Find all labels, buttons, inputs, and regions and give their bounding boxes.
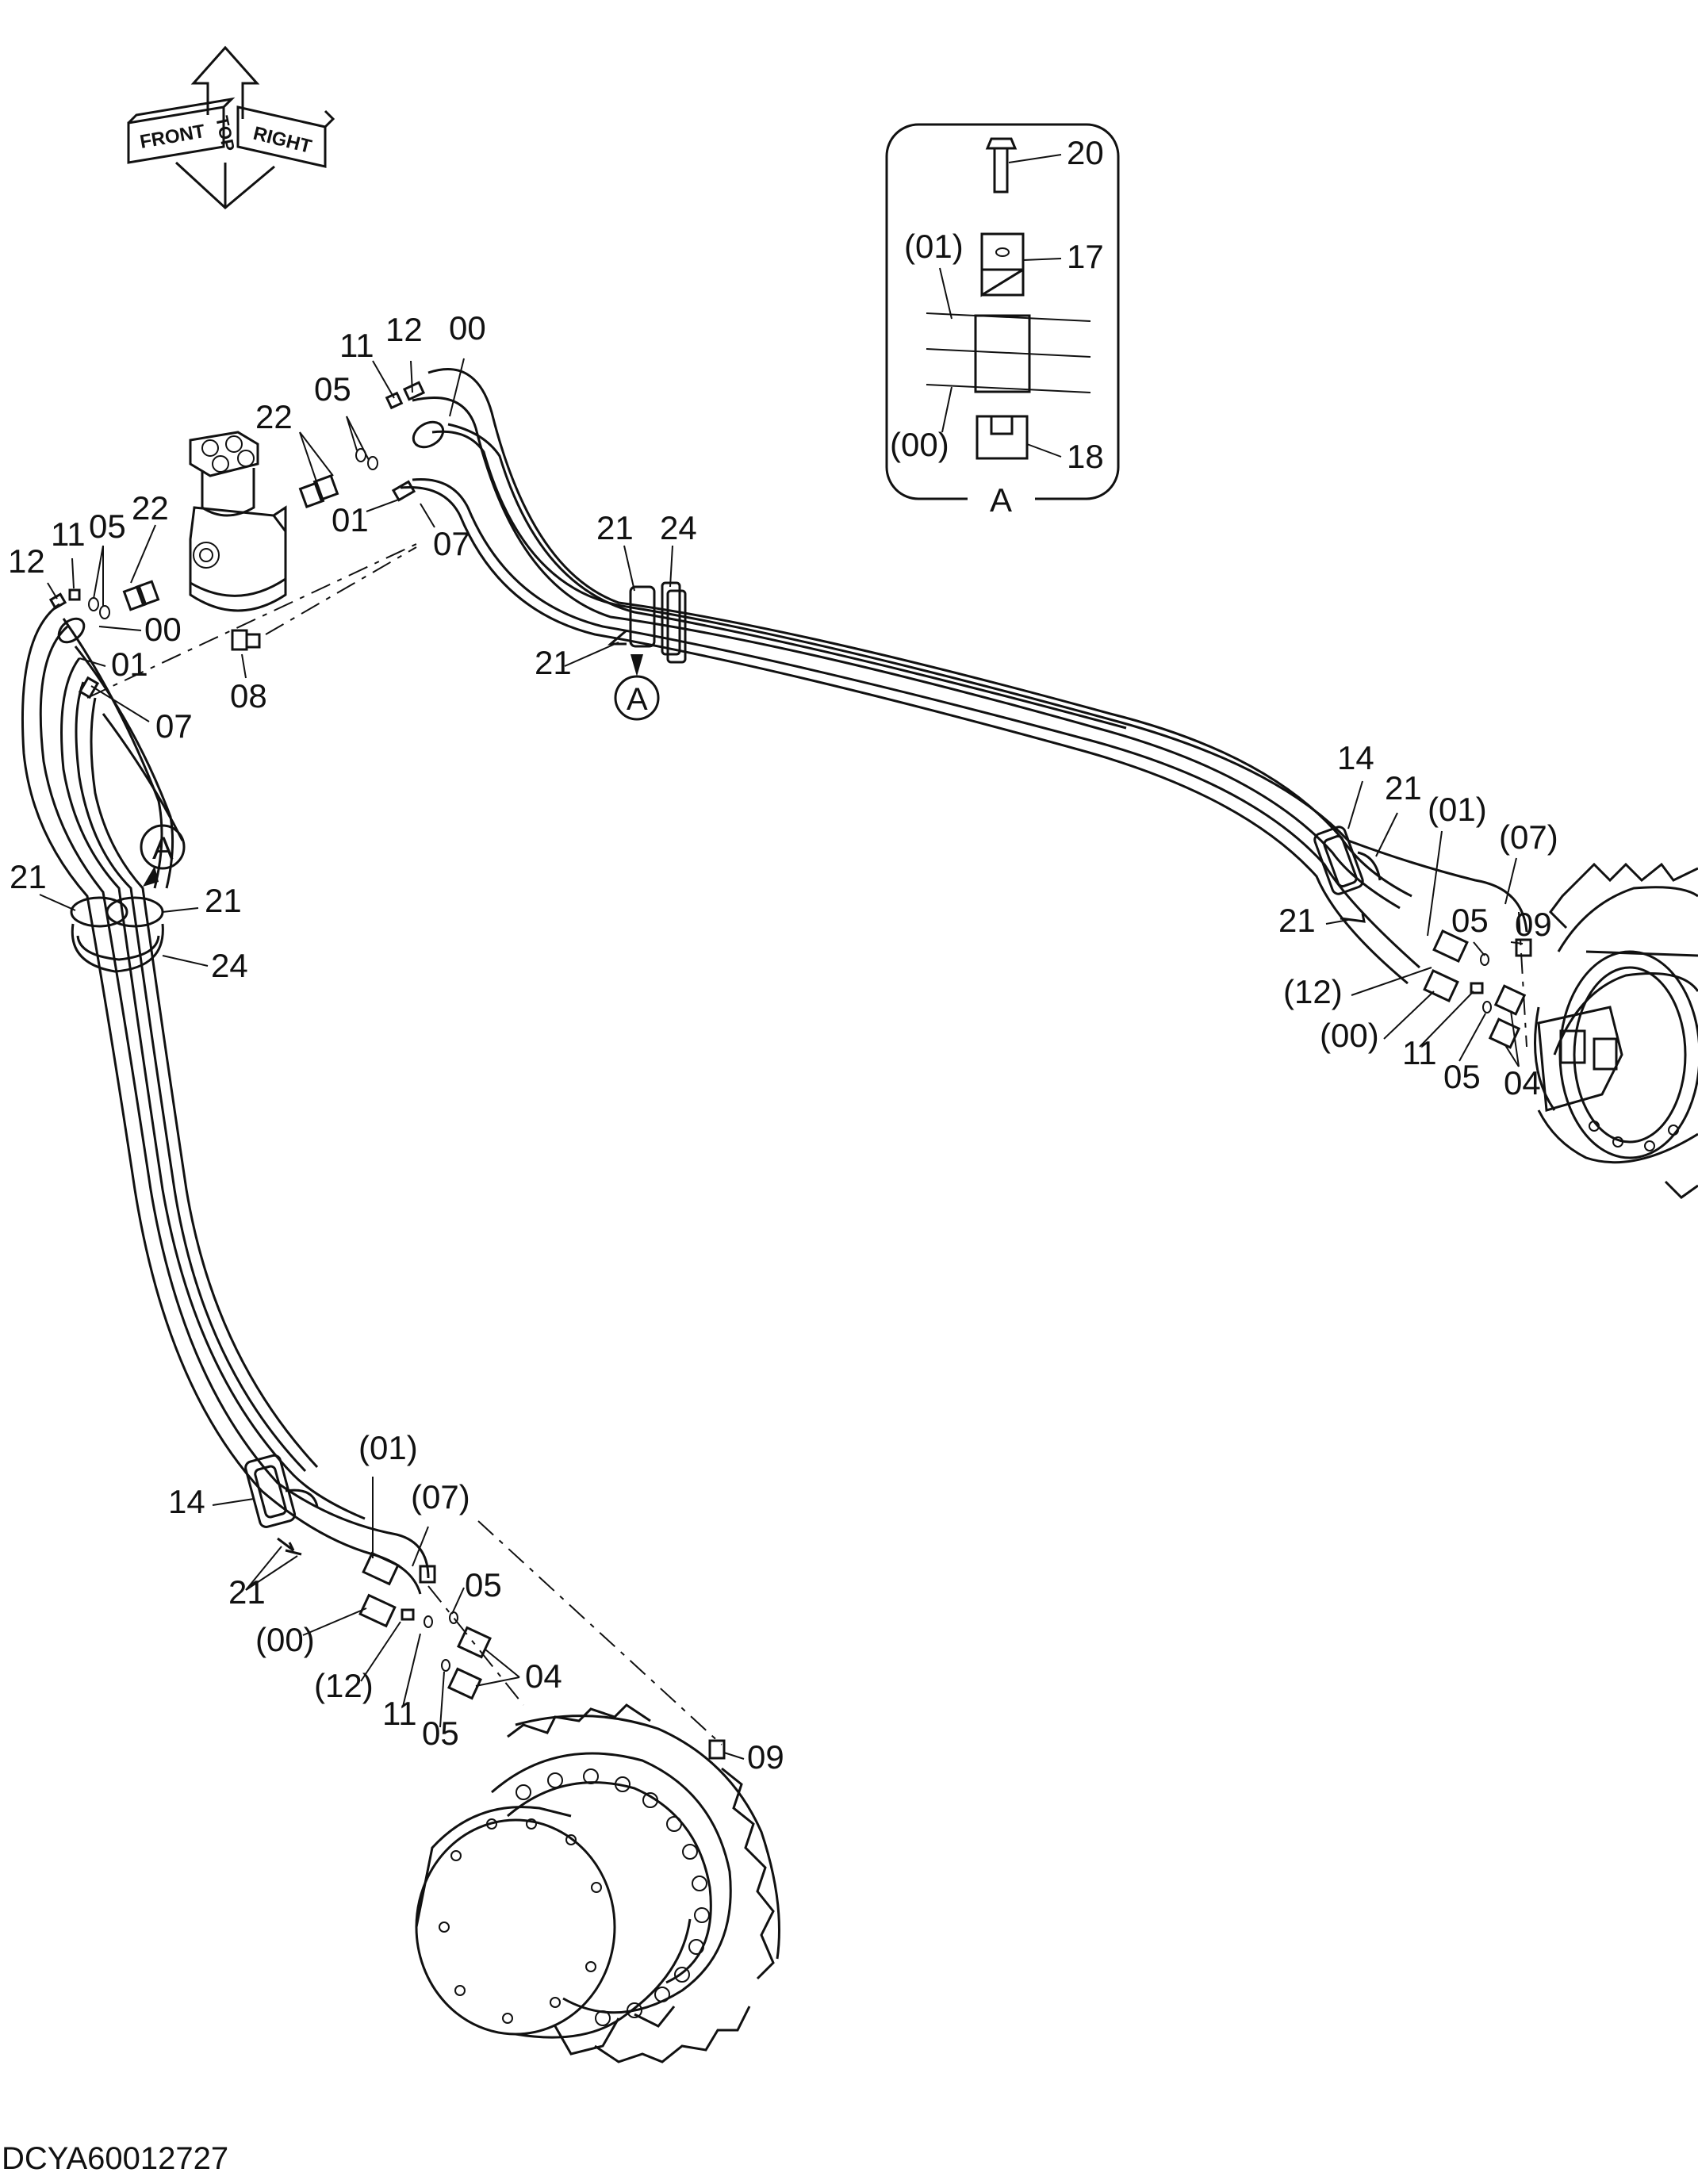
part-label-r-21a: 21 (1385, 769, 1422, 807)
part-label-b-00p: (00) (255, 1621, 315, 1658)
part-label-r-01p: (01) (1428, 791, 1487, 828)
part-label-s-00b: 00 (144, 611, 182, 648)
part-label-m-21a: 21 (596, 509, 634, 546)
part-label-d-18: 18 (1067, 438, 1104, 475)
part-label-b-14: 14 (168, 1483, 205, 1520)
part-label-d-17: 17 (1067, 238, 1104, 275)
part-label-b-04: 04 (525, 1657, 562, 1695)
part-label-r-14: 14 (1337, 739, 1374, 776)
part-label-r-05a: 05 (1451, 902, 1489, 939)
part-label-b-12p: (12) (314, 1667, 374, 1704)
part-label-s-11a: 11 (339, 327, 374, 364)
part-label-s-12b: 12 (8, 542, 45, 580)
part-label-l-24: 24 (211, 947, 248, 984)
part-label-s-22a: 22 (255, 398, 293, 435)
part-label-r-04: 04 (1504, 1064, 1541, 1102)
part-label-s-00a: 00 (449, 309, 486, 347)
part-label-l-21b: 21 (205, 882, 242, 919)
callout-a-top: A (627, 682, 648, 717)
part-label-d-00p: (00) (890, 426, 949, 463)
part-label-s-05a: 05 (314, 370, 351, 408)
part-label-d-20: 20 (1067, 134, 1104, 171)
orientation-front-label: FRONT (138, 121, 206, 153)
bolt-ring (516, 1769, 709, 2025)
part-label-s-07a: 07 (433, 525, 470, 562)
part-label-b-21: 21 (228, 1573, 266, 1611)
part-label-d-01p: (01) (904, 228, 964, 265)
callout-a-left: A (152, 831, 174, 866)
part-label-r-12p: (12) (1283, 973, 1343, 1010)
part-label-s-11b: 11 (51, 515, 86, 553)
part-label-b-05b: 05 (422, 1715, 459, 1752)
part-label-s-12a: 12 (385, 311, 423, 348)
part-label-s-05b: 05 (89, 508, 126, 545)
part-label-r-07p: (07) (1499, 818, 1558, 856)
hose-clamp-left (40, 895, 208, 971)
part-label-b-07p: (07) (411, 1478, 470, 1515)
part-label-m-21b: 21 (535, 644, 572, 681)
part-label-s-01b: 01 (111, 646, 148, 683)
part-label-l-21a: 21 (10, 858, 47, 895)
right-travel-motor (1535, 864, 1698, 1197)
part-label-r-00p: (00) (1320, 1017, 1379, 1054)
part-label-m-24a: 24 (660, 509, 697, 546)
part-label-s-07b: 07 (155, 707, 193, 745)
part-label-r-05b: 05 (1443, 1058, 1481, 1095)
part-label-r-11: 11 (1402, 1034, 1437, 1071)
part-label-b-11: 11 (382, 1695, 417, 1732)
part-label-b-09: 09 (747, 1738, 784, 1776)
part-label-b-01p: (01) (358, 1429, 418, 1466)
drawing-code: DCYA60012727 (2, 2141, 228, 2176)
part-label-s-22b: 22 (132, 489, 169, 527)
part-label-r-09: 09 (1515, 906, 1552, 943)
part-label-d-A: A (990, 481, 1012, 519)
part-label-s-01a: 01 (332, 501, 369, 538)
orientation-symbol: FRONT TOP RIGHT (128, 48, 333, 208)
part-label-b-05a: 05 (465, 1566, 502, 1604)
part-label-r-21b: 21 (1278, 902, 1316, 939)
part-label-s-08: 08 (230, 677, 267, 715)
callout-markers: A A (141, 654, 658, 887)
